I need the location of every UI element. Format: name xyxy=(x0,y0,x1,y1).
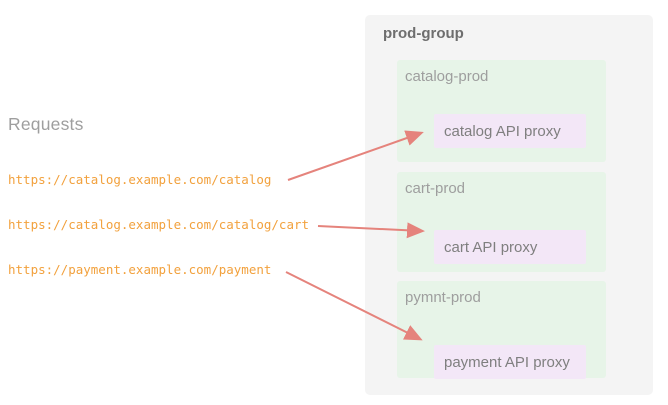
request-url-catalog: https://catalog.example.com/catalog xyxy=(8,172,272,187)
proxy-box-catalog: catalog API proxy xyxy=(434,114,586,148)
environment-label-catalog-prod: catalog-prod xyxy=(405,68,489,85)
prod-group-title: prod-group xyxy=(383,25,464,42)
environment-label-cart-prod: cart-prod xyxy=(405,180,466,197)
environment-label-pymnt-prod: pymnt-prod xyxy=(405,289,481,306)
environment-box-cart-prod: cart-prod cart API proxy xyxy=(397,172,606,272)
proxy-box-cart: cart API proxy xyxy=(434,230,586,264)
proxy-box-payment: payment API proxy xyxy=(434,345,586,379)
environment-box-pymnt-prod: pymnt-prod payment API proxy xyxy=(397,281,606,379)
requests-heading: Requests xyxy=(8,114,84,134)
prod-group-box: prod-group catalog-prod catalog API prox… xyxy=(365,15,653,395)
environment-box-catalog-prod: catalog-prod catalog API proxy xyxy=(397,60,606,162)
request-url-payment: https://payment.example.com/payment xyxy=(8,262,272,277)
request-url-catalog-cart: https://catalog.example.com/catalog/cart xyxy=(8,217,310,232)
